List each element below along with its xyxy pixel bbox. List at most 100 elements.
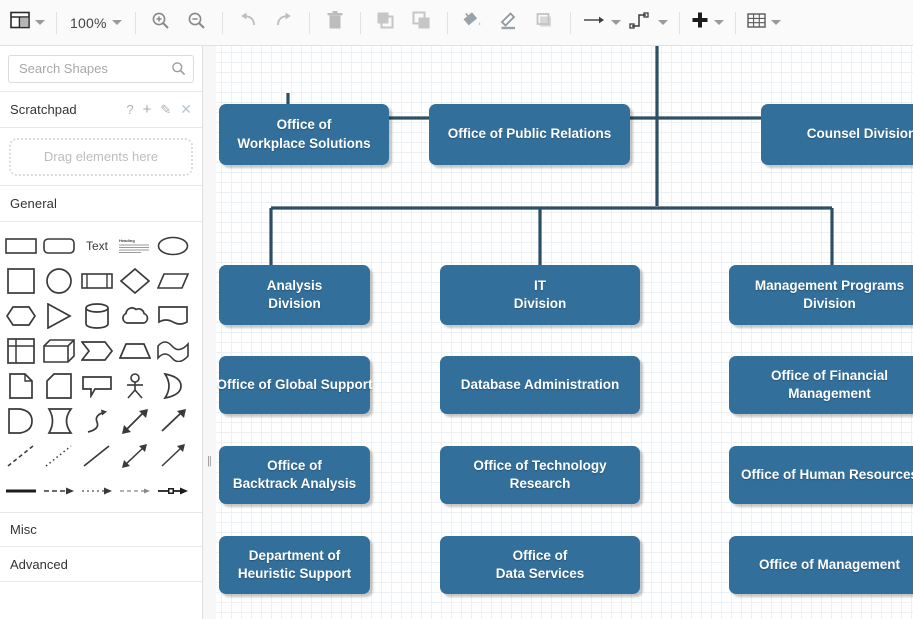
shape-plain-line[interactable] bbox=[78, 439, 116, 472]
close-icon[interactable]: ✕ bbox=[180, 101, 192, 117]
shape-circle[interactable] bbox=[40, 264, 78, 297]
diagram-node-heuristic[interactable]: Department of Heuristic Support bbox=[219, 536, 370, 594]
shape-or[interactable] bbox=[154, 369, 192, 402]
connection-menu-button[interactable] bbox=[578, 8, 625, 38]
shape-cloud[interactable] bbox=[116, 299, 154, 332]
zoom-level-label: 100% bbox=[70, 14, 107, 31]
delete-button[interactable] bbox=[317, 8, 353, 38]
section-header-scratchpad[interactable]: Scratchpad ? + ✎ ✕ bbox=[0, 92, 202, 128]
zoom-menu-button[interactable]: 100% bbox=[64, 8, 128, 38]
shape-square[interactable] bbox=[2, 264, 40, 297]
shape-document[interactable] bbox=[154, 299, 192, 332]
fill-color-icon bbox=[463, 11, 483, 35]
shape-step[interactable] bbox=[78, 334, 116, 367]
diagram-node-management[interactable]: Office of Management bbox=[729, 536, 913, 594]
zoom-in-button[interactable] bbox=[143, 8, 179, 38]
toolbar-divider bbox=[678, 11, 680, 34]
shape-data-storage[interactable] bbox=[2, 404, 40, 437]
chevron-down-icon bbox=[111, 20, 122, 25]
shape-delay[interactable] bbox=[40, 404, 78, 437]
send-to-back-button[interactable] bbox=[404, 8, 440, 38]
diagram-canvas[interactable]: Office of Workplace Solutions Office of P… bbox=[216, 46, 913, 619]
shape-text[interactable]: Text bbox=[78, 229, 116, 262]
undo-button[interactable] bbox=[230, 8, 266, 38]
shape-cylinder[interactable] bbox=[78, 299, 116, 332]
shape-curved-arrow[interactable] bbox=[78, 404, 116, 437]
shape-textbox[interactable]: Heading bbox=[116, 229, 154, 262]
diagram-node-financial[interactable]: Office of Financial Management bbox=[729, 356, 913, 414]
shape-diamond[interactable] bbox=[116, 264, 154, 297]
fill-color-button[interactable] bbox=[455, 8, 491, 38]
shape-tape[interactable] bbox=[154, 334, 192, 367]
bring-to-front-button[interactable] bbox=[368, 8, 404, 38]
svg-text:Heading: Heading bbox=[119, 238, 135, 243]
chevron-down-icon bbox=[35, 20, 45, 25]
diagram-node-backtrack[interactable]: Office of Backtrack Analysis bbox=[219, 446, 370, 504]
layout-menu-button[interactable] bbox=[6, 8, 49, 38]
diagram-node-publicrel[interactable]: Office of Public Relations bbox=[429, 104, 630, 165]
panel-layout-icon bbox=[10, 11, 30, 34]
shape-text-label: Text bbox=[85, 238, 108, 253]
shape-callout[interactable] bbox=[78, 369, 116, 402]
zoom-out-button[interactable] bbox=[179, 8, 215, 38]
search-input-wrapper[interactable] bbox=[8, 54, 194, 83]
diagram-node-globalsupport[interactable]: Office of Global Support bbox=[217, 356, 373, 414]
zoom-out-icon bbox=[187, 11, 206, 35]
search-icon[interactable] bbox=[171, 61, 186, 81]
shape-triangle[interactable] bbox=[40, 299, 78, 332]
edit-pencil-icon[interactable]: ✎ bbox=[160, 101, 172, 117]
diagram-node-mgmtprog[interactable]: Management Programs Division bbox=[729, 265, 913, 325]
table-menu-button[interactable] bbox=[743, 8, 785, 38]
diagram-node-techresearch[interactable]: Office of Technology Research bbox=[440, 446, 640, 504]
section-header-general[interactable]: General bbox=[0, 186, 202, 222]
redo-button[interactable] bbox=[266, 8, 302, 38]
shape-note[interactable] bbox=[2, 369, 40, 402]
chevron-down-icon bbox=[657, 20, 668, 25]
shape-dotted-arrow[interactable] bbox=[78, 474, 116, 507]
insert-menu-button[interactable] bbox=[687, 8, 728, 38]
scratchpad-dropzone[interactable]: Drag elements here bbox=[9, 137, 193, 176]
diagram-node-humanres[interactable]: Office of Human Resources bbox=[729, 446, 913, 504]
add-icon[interactable]: + bbox=[142, 101, 152, 118]
shape-single-arrow[interactable] bbox=[154, 404, 192, 437]
shape-rectangle[interactable] bbox=[2, 229, 40, 262]
shape-process[interactable] bbox=[78, 264, 116, 297]
diagram-node-dataservices[interactable]: Office of Data Services bbox=[440, 536, 640, 594]
shape-parallelogram[interactable] bbox=[154, 264, 192, 297]
diagram-node-analysis[interactable]: Analysis Division bbox=[219, 265, 370, 325]
shape-palette: Text Heading bbox=[0, 222, 202, 512]
shadow-icon bbox=[535, 11, 554, 35]
shape-thick-line[interactable] bbox=[2, 474, 40, 507]
shape-bidirectional-arrow[interactable] bbox=[116, 439, 154, 472]
shape-rounded-rectangle[interactable] bbox=[40, 229, 78, 262]
shape-actor[interactable] bbox=[116, 369, 154, 402]
shape-labeled-arrow[interactable] bbox=[154, 474, 192, 507]
chevron-down-icon bbox=[713, 20, 724, 25]
line-color-button[interactable] bbox=[491, 8, 527, 38]
shadow-button[interactable] bbox=[527, 8, 563, 38]
diagram-node-workplace[interactable]: Office of Workplace Solutions bbox=[219, 104, 389, 165]
diagram-node-counsel[interactable]: Counsel Division bbox=[761, 104, 913, 165]
shape-faded-arrow[interactable] bbox=[116, 474, 154, 507]
section-header-advanced[interactable]: Advanced bbox=[0, 547, 202, 582]
shape-double-arrow[interactable] bbox=[116, 404, 154, 437]
shape-cube[interactable] bbox=[40, 334, 78, 367]
shape-internal-storage[interactable] bbox=[2, 334, 40, 367]
shape-dashed-line[interactable] bbox=[2, 439, 40, 472]
shape-dotted-line[interactable] bbox=[40, 439, 78, 472]
diagram-node-it[interactable]: IT Division bbox=[440, 265, 640, 325]
shape-ellipse[interactable] bbox=[154, 229, 192, 262]
diagram-node-dbadmin[interactable]: Database Administration bbox=[440, 356, 640, 414]
sidebar-splitter[interactable]: || bbox=[203, 46, 217, 619]
shape-directional-arrow[interactable] bbox=[154, 439, 192, 472]
section-header-misc[interactable]: Misc bbox=[0, 512, 202, 547]
shape-hexagon[interactable] bbox=[2, 299, 40, 332]
shape-trapezoid[interactable] bbox=[116, 334, 154, 367]
shape-card[interactable] bbox=[40, 369, 78, 402]
toolbar-divider bbox=[359, 11, 361, 34]
waypoints-menu-button[interactable] bbox=[625, 8, 672, 38]
search-input[interactable] bbox=[17, 60, 167, 77]
toolbar-divider bbox=[221, 11, 223, 34]
shape-dashed-arrow[interactable] bbox=[40, 474, 78, 507]
help-icon[interactable]: ? bbox=[126, 102, 134, 117]
